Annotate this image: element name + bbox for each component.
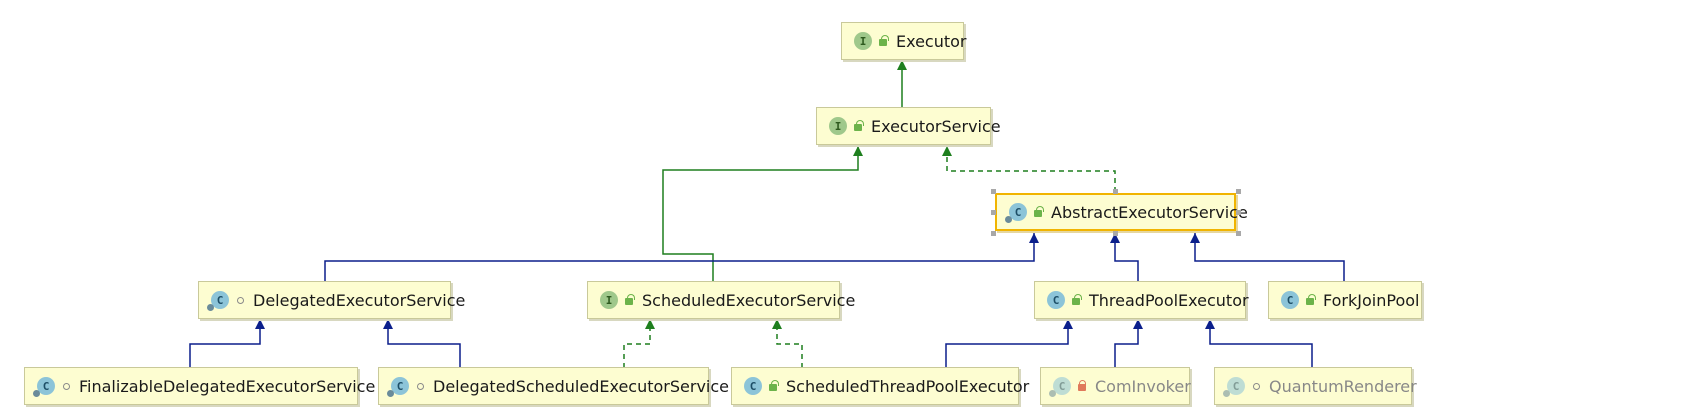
node-label: DelegatedScheduledExecutorService	[433, 376, 730, 396]
arrow-delegated-left	[255, 319, 265, 329]
node-label: DelegatedExecutorService	[253, 290, 466, 310]
arrow-executorservice-left	[853, 146, 863, 156]
public-icon	[624, 294, 635, 306]
node-label: FinalizableDelegatedExecutorService	[79, 376, 376, 396]
node-abstract-executor-service[interactable]: C AbstractExecutorService	[995, 193, 1248, 231]
node-label: ForkJoinPool	[1323, 290, 1420, 310]
arrow-tpe-left	[1063, 319, 1073, 329]
node-thread-pool-executor[interactable]: C ThreadPoolExecutor	[1034, 281, 1249, 319]
class-icon: C	[1223, 377, 1245, 397]
arrow-ses-left	[645, 319, 655, 329]
node-delegated-executor-service[interactable]: C DelegatedExecutorService	[198, 281, 465, 319]
selection-handle[interactable]	[1236, 210, 1241, 215]
selection-handle[interactable]	[1113, 189, 1118, 194]
arrow-tpe-mid	[1133, 319, 1143, 329]
arrow-tpe-right	[1205, 319, 1215, 329]
package-private-icon	[61, 380, 71, 392]
edge-quantumrenderer-threadpoolexecutor	[1209, 319, 1313, 368]
abstract-class-icon: C	[207, 291, 229, 311]
interface-icon: I	[829, 117, 847, 135]
selection-handle[interactable]	[1113, 231, 1118, 236]
selection-handle[interactable]	[991, 210, 996, 215]
public-icon	[1305, 294, 1316, 306]
node-label: QuantumRenderer	[1269, 376, 1417, 396]
class-icon: C	[387, 377, 409, 397]
selection-handle[interactable]	[1236, 231, 1241, 236]
public-icon	[878, 35, 889, 47]
abstract-class-icon: C	[1005, 203, 1027, 223]
edge-finalizable-delegated	[189, 319, 261, 368]
arrow-abstract-right	[1190, 233, 1200, 243]
selection-handle[interactable]	[1236, 189, 1241, 194]
node-fork-join-pool[interactable]: C ForkJoinPool	[1268, 281, 1422, 319]
node-label: ComInvoker	[1095, 376, 1191, 396]
edge-abstractexecutorservice-executorservice	[946, 146, 1116, 192]
node-quantum-renderer[interactable]: C QuantumRenderer	[1214, 367, 1417, 405]
private-icon	[1077, 380, 1087, 392]
arrow-ses-right	[772, 319, 782, 329]
node-scheduled-thread-pool-executor[interactable]: C ScheduledThreadPoolExecutor	[731, 367, 1029, 405]
edge-threadpoolexecutor-abstract	[1114, 233, 1139, 282]
arrow-executor	[897, 60, 907, 70]
arrow-executorservice-right	[942, 146, 952, 156]
arrow-abstract-mid	[1110, 233, 1120, 243]
package-private-icon	[1251, 380, 1261, 392]
class-icon: C	[1049, 377, 1071, 397]
package-private-icon	[415, 380, 425, 392]
class-icon: C	[1281, 291, 1299, 309]
class-icon: C	[33, 377, 55, 397]
edge-forkjoinpool-abstract	[1194, 233, 1345, 282]
edge-scheduledexecutorservice-executorservice	[662, 146, 859, 282]
node-label: Executor	[896, 31, 967, 51]
node-com-invoker[interactable]: C ComInvoker	[1040, 367, 1191, 405]
edge-cominvoker-threadpoolexecutor	[1114, 319, 1139, 368]
arrow-abstract-left	[1029, 233, 1039, 243]
edge-stpe-scheduledexecutorservice	[776, 319, 803, 368]
node-label: ExecutorService	[871, 116, 1001, 136]
node-label: ScheduledThreadPoolExecutor	[786, 376, 1030, 396]
node-label: AbstractExecutorService	[1051, 202, 1248, 222]
edge-stpe-threadpoolexecutor	[945, 319, 1069, 368]
edge-delegatedscheduled-delegated	[387, 319, 461, 368]
class-icon: C	[744, 377, 762, 395]
selection-handle[interactable]	[991, 189, 996, 194]
public-icon	[1071, 294, 1082, 306]
node-executor-service[interactable]: I ExecutorService	[816, 107, 1001, 145]
interface-icon: I	[600, 291, 618, 309]
interface-icon: I	[854, 32, 872, 50]
public-icon	[853, 120, 864, 132]
node-delegated-scheduled-executor-service[interactable]: C DelegatedScheduledExecutorService	[378, 367, 729, 405]
class-icon: C	[1047, 291, 1065, 309]
arrow-delegated-right	[383, 319, 393, 329]
package-private-icon	[235, 294, 245, 306]
node-executor[interactable]: I Executor	[841, 22, 967, 60]
node-scheduled-executor-service[interactable]: I ScheduledExecutorService	[587, 281, 855, 319]
node-label: ThreadPoolExecutor	[1089, 290, 1249, 310]
selection-handle[interactable]	[991, 231, 996, 236]
edge-delegatedexecutorservice-abstract	[324, 233, 1035, 282]
node-label: ScheduledExecutorService	[642, 290, 856, 310]
node-finalizable-delegated-executor-service[interactable]: C FinalizableDelegatedExecutorService	[24, 367, 375, 405]
public-icon	[1033, 206, 1044, 218]
public-icon	[768, 380, 779, 392]
edge-delegatedscheduled-scheduledexecutorservice	[623, 319, 651, 368]
